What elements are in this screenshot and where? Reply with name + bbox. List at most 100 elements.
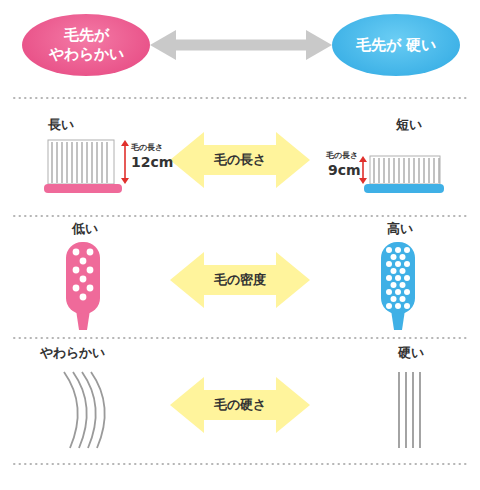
bristle xyxy=(398,158,399,183)
bristle xyxy=(408,158,409,183)
hard-toothbrush xyxy=(364,156,444,193)
tuft-dot xyxy=(80,276,87,283)
tuft-dot xyxy=(400,282,406,288)
bristle xyxy=(433,158,434,183)
bristle xyxy=(418,158,419,183)
bristle xyxy=(61,142,62,183)
bristle xyxy=(428,158,429,183)
hard-bristle xyxy=(419,372,421,448)
bristle xyxy=(76,142,77,183)
bristle xyxy=(388,158,389,183)
double-arrow-fill xyxy=(170,132,310,188)
tuft-dot xyxy=(400,268,406,274)
high-density-head xyxy=(381,242,415,330)
double-arrow-fill xyxy=(170,377,310,433)
soft-bristle xyxy=(73,372,87,448)
tuft-dot xyxy=(80,258,87,265)
tuft-dot xyxy=(391,254,397,260)
tuft-dot xyxy=(404,247,410,253)
comparison-label: 高い xyxy=(387,222,413,236)
bristle xyxy=(403,158,404,183)
bristle xyxy=(51,142,52,183)
brush-handle xyxy=(364,184,444,193)
dimension-value: 12cm xyxy=(131,155,173,170)
separator xyxy=(14,337,466,339)
bristle xyxy=(393,158,394,183)
tuft-dot xyxy=(404,275,410,281)
tuft-dot xyxy=(400,254,406,260)
hard-bristle xyxy=(405,372,407,448)
dimension-caption: 毛の長さ xyxy=(131,144,163,153)
node-text: 毛先が やわらかい xyxy=(32,26,140,64)
tuft-dot xyxy=(87,267,94,274)
separator xyxy=(14,463,466,465)
tuft-dot xyxy=(395,289,401,295)
hard-bristle xyxy=(398,372,400,448)
soft-bristle xyxy=(91,372,105,448)
bristle xyxy=(66,142,67,183)
tuft-dot xyxy=(395,247,401,253)
tuft-dot xyxy=(404,303,410,309)
tuft-dot xyxy=(400,296,406,302)
tuft-dot xyxy=(386,303,392,309)
hard-bristle xyxy=(412,372,414,448)
comparison-label: 低い xyxy=(72,222,98,236)
separator xyxy=(14,215,466,217)
soft-tip-pill: 毛先が やわらかい xyxy=(22,14,150,76)
bristle xyxy=(383,158,384,183)
bristle xyxy=(373,158,374,183)
tuft-dot xyxy=(386,275,392,281)
dimension-value: 9cm xyxy=(328,163,361,178)
soft-bristles xyxy=(64,372,105,448)
bristle-block xyxy=(48,140,114,184)
bristle xyxy=(423,158,424,183)
soft-bristle xyxy=(82,372,96,448)
tuft-dot xyxy=(73,285,80,292)
brush-handle xyxy=(44,184,122,193)
tuft-dot xyxy=(386,289,392,295)
double-arrow-connector xyxy=(170,40,312,51)
bristle xyxy=(378,158,379,183)
comparison-label: 短い xyxy=(396,118,422,132)
length-arrow xyxy=(121,140,129,184)
bristle xyxy=(106,142,107,183)
tuft-dot xyxy=(395,261,401,267)
separator xyxy=(14,97,466,99)
tuft-dot xyxy=(404,289,410,295)
bristle xyxy=(101,142,102,183)
comparison-label: やわらかい xyxy=(40,346,105,360)
node-text: 毛の硬さ xyxy=(214,396,266,414)
bristle xyxy=(96,142,97,183)
comparison-label: 硬い xyxy=(398,346,424,360)
comparison-arrow: 毛の密度 xyxy=(170,252,310,308)
double-arrow-fill xyxy=(170,252,310,308)
tuft-dot xyxy=(391,268,397,274)
tuft-dot xyxy=(80,294,87,301)
low-density-head xyxy=(66,242,100,330)
tuft-dot xyxy=(386,261,392,267)
bristle xyxy=(438,158,439,183)
tuft-dot xyxy=(391,296,397,302)
tuft-dot xyxy=(391,282,397,288)
tuft-dot xyxy=(395,303,401,309)
bristle xyxy=(413,158,414,183)
comparison-arrow: 毛の硬さ xyxy=(170,377,310,433)
separator-lines xyxy=(14,98,466,464)
bristle xyxy=(91,142,92,183)
hard-bristles xyxy=(399,372,420,448)
tuft-dot xyxy=(87,249,94,256)
soft-bristle xyxy=(64,372,78,448)
tuft-dot xyxy=(73,249,80,256)
dimension-caption: 毛の長さ xyxy=(326,152,358,161)
bristle xyxy=(71,142,72,183)
tuft-dot xyxy=(404,261,410,267)
node-text: 毛先が 硬い xyxy=(356,36,436,55)
comparison-arrow: 毛の長さ xyxy=(170,132,310,188)
bristle xyxy=(86,142,87,183)
tuft-dot xyxy=(87,285,94,292)
tuft-dot xyxy=(395,275,401,281)
bristle-block xyxy=(370,156,440,184)
bristle xyxy=(56,142,57,183)
soft-toothbrush xyxy=(44,140,122,193)
